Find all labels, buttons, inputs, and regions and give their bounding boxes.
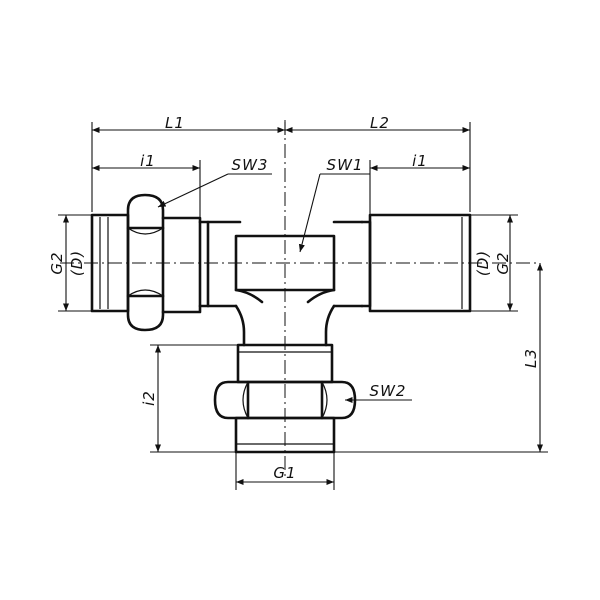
leader-lines	[157, 173, 412, 404]
label-d-right: (D)	[474, 250, 492, 276]
label-i1-right: i1	[412, 152, 428, 170]
dimension-g2-right	[470, 214, 518, 312]
label-l2: L2	[370, 114, 390, 132]
center-lines	[60, 120, 540, 480]
left-hex-nut	[126, 193, 165, 332]
label-g1: G1	[273, 464, 296, 482]
label-g2-right: G2	[494, 251, 512, 274]
right-thread-end	[360, 213, 472, 313]
dimension-g2-left	[58, 214, 92, 312]
dimension-i1	[92, 160, 470, 218]
dimension-l3	[334, 263, 548, 453]
label-l1: L1	[165, 114, 185, 132]
label-i1-left: i1	[140, 152, 156, 170]
label-sw3: SW3	[232, 156, 269, 174]
label-d-left: (D)	[68, 250, 86, 276]
dimension-labels: L1 L2 i1 i1 SW3 SW1 SW2 G1 G2 (D) (D) G2…	[48, 114, 540, 482]
lower-hex-nut	[213, 380, 357, 420]
left-body	[161, 216, 242, 314]
label-l3: L3	[522, 348, 540, 368]
label-sw2: SW2	[370, 382, 407, 400]
tee-body	[234, 220, 364, 347]
label-g2-left: G2	[48, 251, 66, 274]
dimension-i2	[150, 344, 238, 453]
lower-thread-end	[234, 416, 336, 454]
dimension-g1	[235, 452, 335, 490]
label-i2: i2	[140, 390, 158, 406]
label-sw1: SW1	[327, 156, 364, 174]
